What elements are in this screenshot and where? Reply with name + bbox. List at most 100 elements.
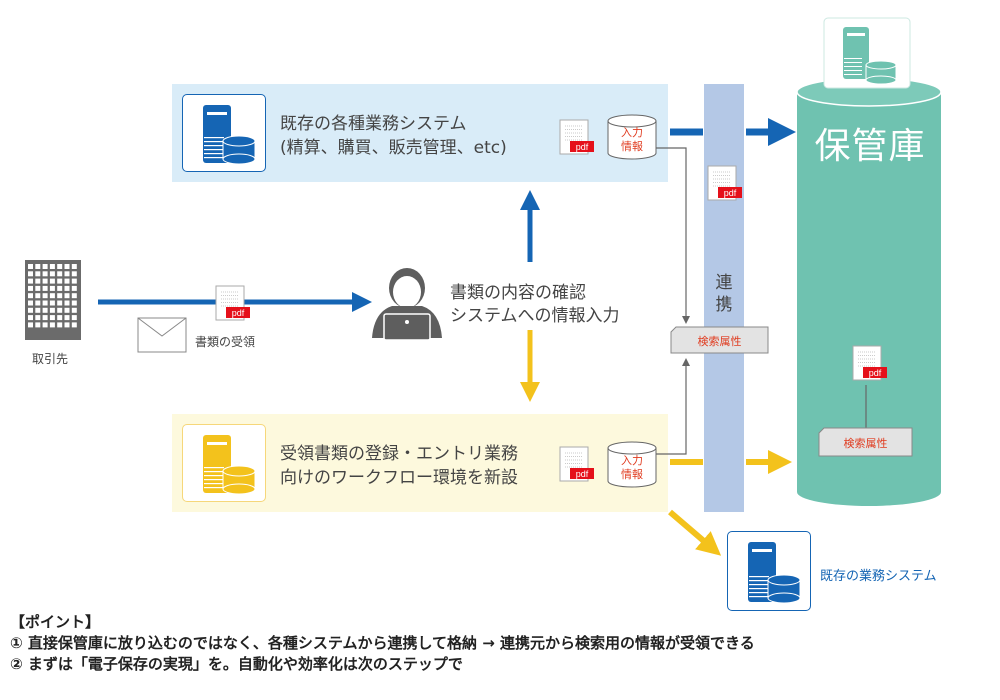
server-db-icon — [203, 105, 256, 165]
point-item-1: ① 直接保管庫に放り込むのではなく、各種システムから連携して格納 → 連携元から… — [10, 634, 755, 652]
pdf-icon-storage: pdf — [852, 345, 887, 381]
building-window — [35, 264, 41, 269]
pdf-icon-existing: pdf — [559, 119, 594, 155]
connector-existing-db — [655, 147, 690, 324]
building-window — [64, 293, 70, 299]
arrow-to-existing-business-system — [668, 509, 722, 556]
operator-line1: 書類の内容の確認 — [450, 283, 586, 303]
operator-line2: システムへの情報入力 — [450, 306, 620, 326]
server-db-icon — [748, 542, 801, 604]
db-label-line2: 情報 — [621, 468, 643, 481]
building-window — [64, 278, 70, 284]
building-window — [35, 278, 41, 284]
building-window — [42, 278, 48, 284]
db-label-line1: 入力 — [621, 454, 643, 467]
building-window — [49, 264, 55, 269]
building-window — [71, 307, 77, 313]
workflow-db-label: 入力 情報 — [612, 454, 652, 482]
partner-label: 取引先 — [32, 352, 69, 366]
existing-db-label: 入力 情報 — [612, 126, 652, 154]
building-window — [71, 285, 77, 291]
storage-cylinder — [796, 77, 942, 506]
building-window — [71, 322, 77, 328]
integration-bar — [704, 84, 744, 512]
pdf-badge-label: pdf — [724, 188, 737, 198]
building-window — [35, 271, 41, 277]
pdf-badge-label: pdf — [576, 469, 589, 479]
building-window — [42, 264, 48, 269]
db-label-line1: 入力 — [621, 126, 643, 139]
integration-char2: 携 — [715, 295, 733, 315]
integration-label: 連 携 — [704, 272, 744, 316]
search-attr-tag-middle — [670, 326, 769, 354]
building-window — [71, 264, 77, 269]
building-window — [35, 293, 41, 299]
building-window — [42, 300, 48, 306]
building-window — [35, 322, 41, 328]
search-attr-label-middle: 検索属性 — [697, 335, 742, 348]
building-window — [35, 315, 41, 321]
building-window — [42, 285, 48, 291]
building-window — [49, 315, 55, 321]
points-heading: 【ポイント】 — [10, 613, 101, 631]
building-window — [35, 307, 41, 313]
envelope-icon — [137, 317, 187, 353]
building-window — [28, 322, 33, 328]
building-window — [49, 285, 55, 291]
building-window — [42, 307, 48, 313]
building-window — [35, 300, 41, 306]
building-window — [35, 285, 41, 291]
connector-workflow-db — [655, 358, 690, 455]
building-window — [57, 307, 63, 313]
pdf-badge-label: pdf — [576, 142, 589, 152]
workflow-line1: 受領書類の登録・エントリ業務 — [280, 444, 518, 464]
building-window — [64, 285, 70, 291]
building-window — [49, 271, 55, 277]
existing-systems-line1: 既存の各種業務システム — [280, 114, 467, 134]
integration-char1: 連 — [715, 273, 733, 293]
pdf-icon-receipt: pdf — [215, 285, 250, 321]
building-window — [28, 300, 33, 306]
building-window — [64, 300, 70, 306]
building-window — [64, 322, 70, 328]
building-window — [57, 293, 63, 299]
building-window — [42, 315, 48, 321]
building-window — [28, 293, 33, 299]
existing-business-system-icon-box — [727, 531, 811, 611]
building-window — [57, 278, 63, 284]
storage-server-icon — [823, 17, 911, 89]
existing-systems-line2: (精算、購買、販売管理、etc) — [280, 138, 507, 158]
existing-systems-title: 既存の各種業務システム (精算、購買、販売管理、etc) — [280, 112, 507, 160]
input-info-db-workflow — [607, 441, 657, 488]
building-window — [49, 322, 55, 328]
operator-text: 書類の内容の確認 システムへの情報入力 — [450, 282, 620, 328]
building-window — [28, 307, 33, 313]
pdf-icon-workflow: pdf — [559, 446, 594, 482]
building-window — [71, 278, 77, 284]
existing-systems-icon-box — [182, 94, 266, 172]
building-window — [57, 285, 63, 291]
input-info-db-existing — [607, 114, 657, 160]
building-window — [64, 264, 70, 269]
building-window — [42, 271, 48, 277]
person-with-laptop-icon — [372, 268, 442, 341]
db-label-line2: 情報 — [621, 140, 643, 153]
building-window — [64, 307, 70, 313]
building-window — [57, 315, 63, 321]
search-attr-tag-storage — [818, 427, 913, 457]
storage-label: 保管庫 — [814, 126, 926, 167]
building-window — [42, 293, 48, 299]
pdf-badge-label: pdf — [869, 368, 882, 378]
building-window — [28, 285, 33, 291]
building-window — [49, 307, 55, 313]
building-window — [28, 315, 33, 321]
building-window — [57, 271, 63, 277]
point-item-2: ② まずは「電子保存の実現」を。自動化や効率化は次のステップで — [10, 655, 463, 673]
pdf-icon-integration: pdf — [707, 165, 742, 201]
workflow-icon-box — [182, 424, 266, 502]
building-window — [57, 322, 63, 328]
building-window — [28, 271, 33, 277]
building-window — [28, 278, 33, 284]
receipt-label: 書類の受領 — [195, 335, 256, 349]
